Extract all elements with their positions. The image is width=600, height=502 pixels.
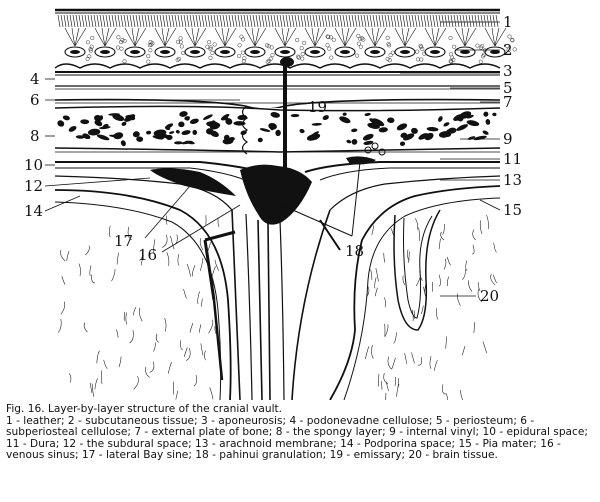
label-16: 16	[138, 246, 157, 264]
label-13: 13	[503, 171, 522, 189]
caption-legend: 1 - leather; 2 - subcutaneous tissue; 3 …	[6, 416, 594, 462]
label-6: 6	[30, 91, 40, 109]
label-10: 10	[24, 156, 43, 174]
label-4: 4	[30, 70, 40, 88]
cranial-vault-diagram: 1 2 3 4 5 6 7 19 8 9 10 11 12 13 14 15 1…	[0, 0, 600, 400]
aponeurosis-and-periosteum	[55, 72, 500, 109]
label-19: 19	[308, 98, 327, 116]
skin-layer	[55, 10, 500, 28]
label-7: 7	[503, 93, 513, 111]
bone-layers	[55, 106, 500, 152]
label-20: 20	[480, 287, 499, 305]
label-1: 1	[503, 13, 513, 31]
figure-caption: Fig. 16. Layer-by-layer structure of the…	[6, 404, 594, 462]
caption-title: Fig. 16. Layer-by-layer structure of the…	[6, 404, 594, 416]
label-17: 17	[114, 232, 133, 250]
label-3: 3	[503, 62, 513, 80]
label-8: 8	[30, 127, 40, 145]
label-18: 18	[345, 242, 364, 260]
label-9: 9	[503, 130, 513, 148]
label-14: 14	[24, 202, 43, 220]
label-2: 2	[503, 41, 513, 59]
leader-lines	[45, 22, 500, 296]
label-11: 11	[503, 150, 522, 168]
label-12: 12	[24, 177, 43, 195]
label-15: 15	[503, 201, 522, 219]
